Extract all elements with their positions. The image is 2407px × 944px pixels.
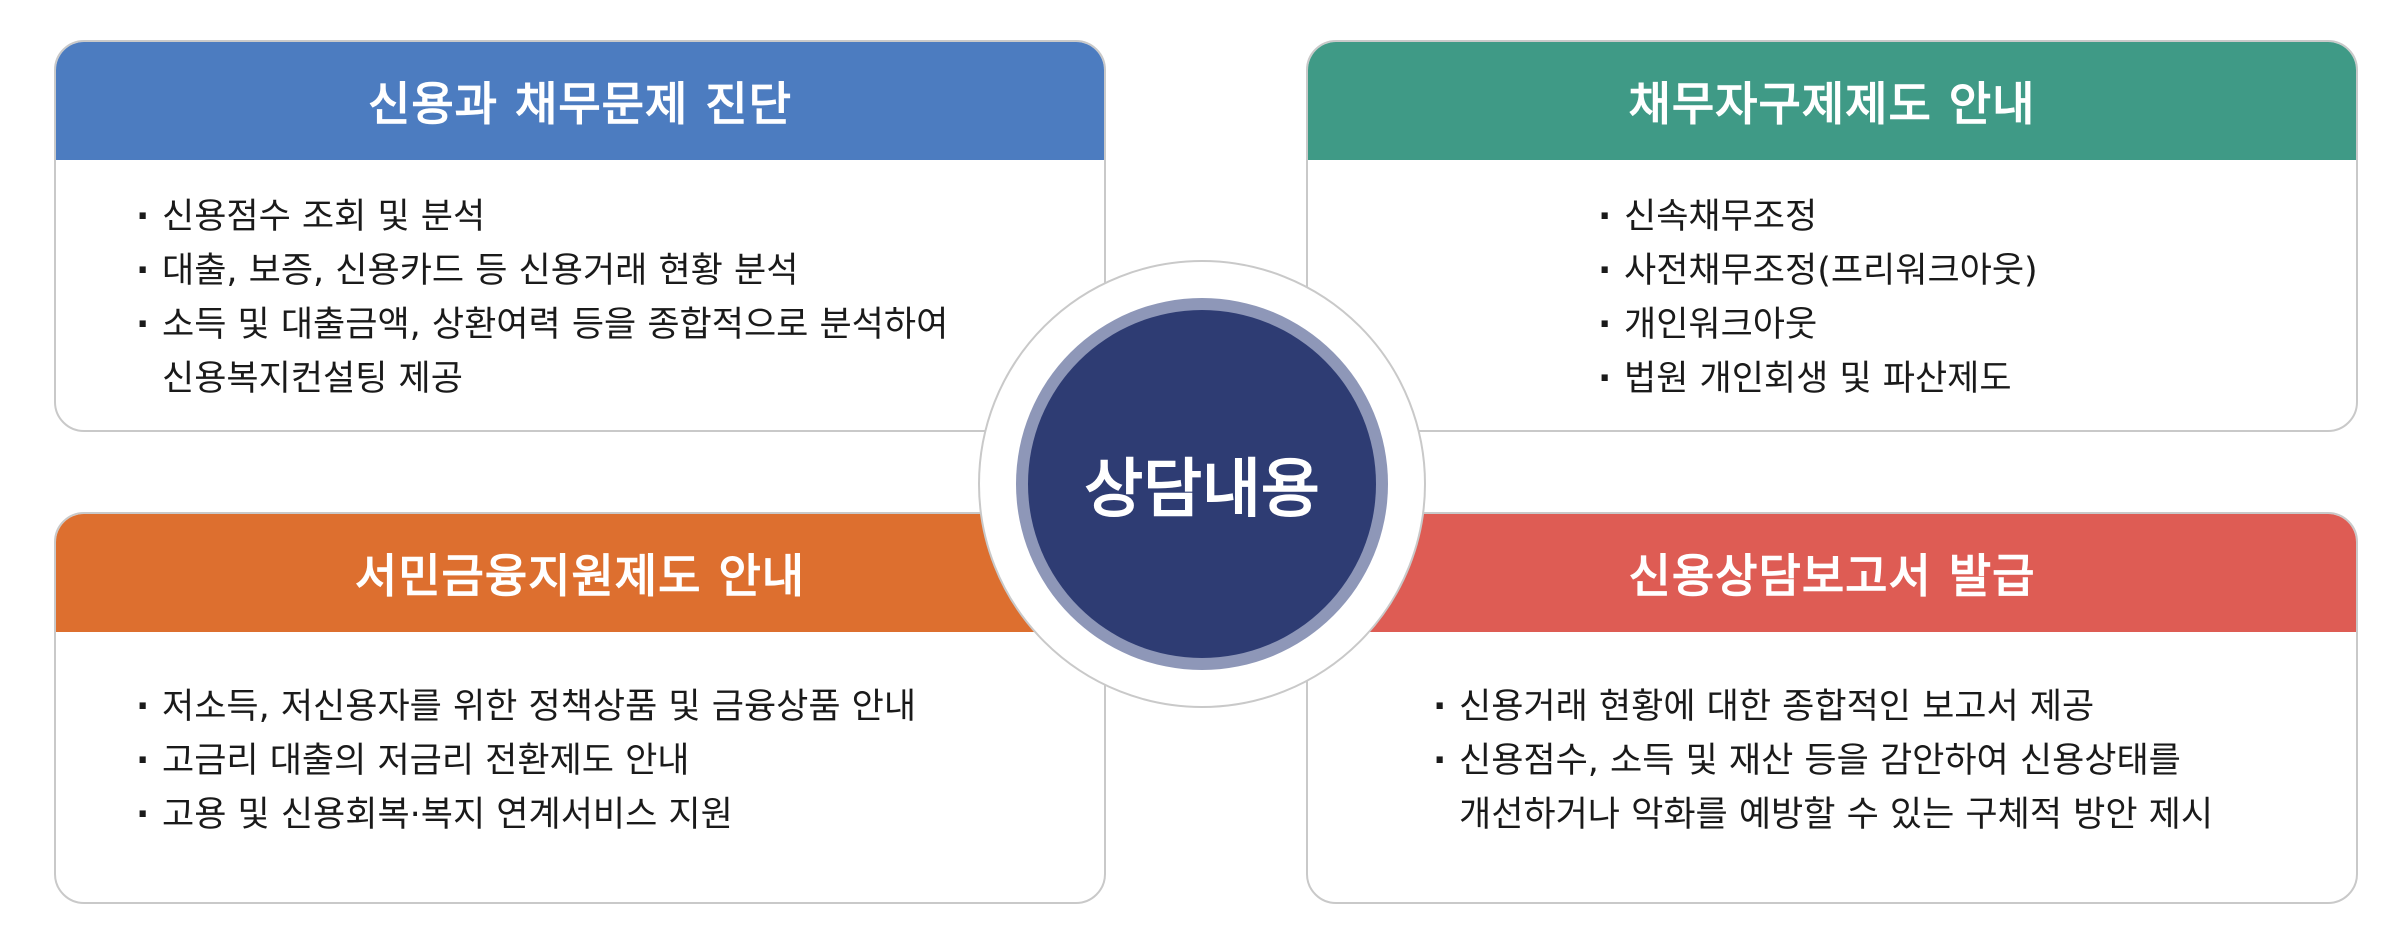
list-item: 신용점수 조회 및 분석 xyxy=(136,190,1064,244)
center-label: 상담내용 xyxy=(1028,310,1376,658)
card-body: 저소득, 저신용자를 위한 정책상품 및 금융상품 안내 고금리 대출의 저금리… xyxy=(56,632,1104,842)
item-list: 신속채무조정 사전채무조정(프리워크아웃) 개인워크아웃 법원 개인회생 및 파… xyxy=(1598,190,2316,406)
list-item: 저소득, 저신용자를 위한 정책상품 및 금융상품 안내 xyxy=(136,680,1064,734)
card-header: 채무자구제제도 안내 xyxy=(1308,42,2356,160)
list-item: 고금리 대출의 저금리 전환제도 안내 xyxy=(136,734,1064,788)
list-item: 대출, 보증, 신용카드 등 신용거래 현황 분석 xyxy=(136,244,1064,298)
list-item: 신용거래 현황에 대한 종합적인 보고서 제공 xyxy=(1433,680,2316,734)
list-item: 소득 및 대출금액, 상환여력 등을 종합적으로 분석하여 신용복지컨설팅 제공 xyxy=(136,298,1064,406)
list-item: 사전채무조정(프리워크아웃) xyxy=(1598,244,2316,298)
card-body: 신용거래 현황에 대한 종합적인 보고서 제공 신용점수, 소득 및 재산 등을… xyxy=(1308,632,2356,842)
list-item: 개인워크아웃 xyxy=(1598,298,2316,352)
card-header: 신용상담보고서 발급 xyxy=(1308,514,2356,632)
item-list: 신용거래 현황에 대한 종합적인 보고서 제공 신용점수, 소득 및 재산 등을… xyxy=(1433,680,2316,842)
card-header: 신용과 채무문제 진단 xyxy=(56,42,1104,160)
list-item: 신속채무조정 xyxy=(1598,190,2316,244)
item-list: 신용점수 조회 및 분석 대출, 보증, 신용카드 등 신용거래 현황 분석 소… xyxy=(136,190,1064,406)
card-credit-debt-diagnosis: 신용과 채무문제 진단 신용점수 조회 및 분석 대출, 보증, 신용카드 등 … xyxy=(54,40,1106,432)
item-list: 저소득, 저신용자를 위한 정책상품 및 금융상품 안내 고금리 대출의 저금리… xyxy=(136,680,1064,842)
card-body: 신속채무조정 사전채무조정(프리워크아웃) 개인워크아웃 법원 개인회생 및 파… xyxy=(1308,160,2356,406)
list-item: 법원 개인회생 및 파산제도 xyxy=(1598,352,2316,406)
card-body: 신용점수 조회 및 분석 대출, 보증, 신용카드 등 신용거래 현황 분석 소… xyxy=(56,160,1104,406)
card-debtor-relief-guide: 채무자구제제도 안내 신속채무조정 사전채무조정(프리워크아웃) 개인워크아웃 … xyxy=(1306,40,2358,432)
card-credit-report-issuance: 신용상담보고서 발급 신용거래 현황에 대한 종합적인 보고서 제공 신용점수,… xyxy=(1306,512,2358,904)
list-item: 신용점수, 소득 및 재산 등을 감안하여 신용상태를 개선하거나 악화를 예방… xyxy=(1433,734,2316,842)
list-item: 고용 및 신용회복·복지 연계서비스 지원 xyxy=(136,788,1064,842)
card-microfinance-support-guide: 서민금융지원제도 안내 저소득, 저신용자를 위한 정책상품 및 금융상품 안내… xyxy=(54,512,1106,904)
card-header: 서민금융지원제도 안내 xyxy=(56,514,1104,632)
